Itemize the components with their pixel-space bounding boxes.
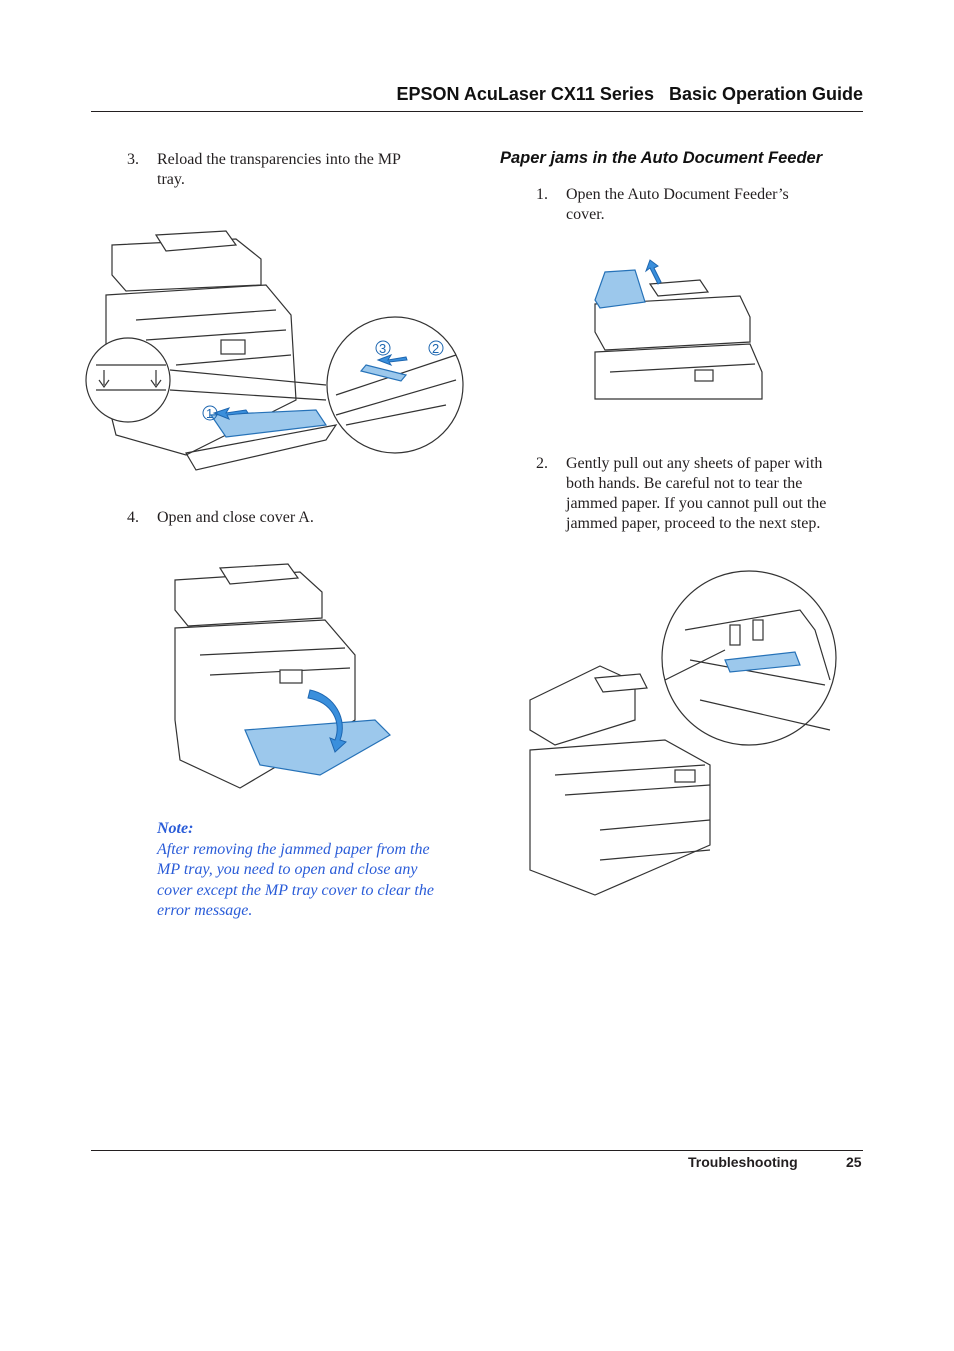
adf-tray bbox=[218, 563, 300, 585]
step-number: 4. bbox=[127, 509, 139, 526]
step-number: 3. bbox=[127, 151, 139, 168]
printer-body bbox=[529, 739, 711, 896]
step-3: 3. Reload the transparencies into the MP… bbox=[127, 150, 457, 190]
step-2: 2. Gently pull out any sheets of paper w… bbox=[536, 454, 866, 534]
step-number: 1. bbox=[536, 186, 548, 203]
note-text: After removing the jammed paper from the… bbox=[157, 841, 434, 919]
adf-cover-open bbox=[594, 269, 646, 309]
jammed-paper bbox=[724, 651, 801, 673]
guide-arrow bbox=[376, 354, 408, 367]
footer-section: Troubleshooting bbox=[688, 1154, 798, 1170]
step-4: 4. Open and close cover A. bbox=[127, 508, 457, 528]
adf-tray bbox=[154, 230, 238, 252]
lift-arrow bbox=[644, 259, 662, 285]
close-arrow bbox=[307, 689, 347, 753]
callout-1: 1 bbox=[206, 406, 213, 421]
step-text: Reload the transparencies into the MP tr… bbox=[157, 151, 401, 188]
figure-open-adf-cover bbox=[594, 259, 763, 400]
page-number: 25 bbox=[846, 1154, 862, 1170]
cover-a-open bbox=[244, 719, 391, 776]
step-1: 1. Open the Auto Document Feeder’s cover… bbox=[536, 185, 866, 225]
figure-open-cover-a bbox=[174, 563, 391, 789]
figure-remove-adf-jam bbox=[529, 570, 837, 896]
footer-rule bbox=[91, 1150, 863, 1151]
step-text: Open the Auto Document Feeder’s cover. bbox=[566, 186, 789, 223]
callout-3: 3 bbox=[379, 341, 386, 356]
detail-inset-right bbox=[326, 316, 464, 454]
printer-scanner bbox=[174, 571, 323, 627]
printer-scanner bbox=[594, 295, 751, 351]
callout-2: 2 bbox=[432, 341, 439, 356]
figure-reload-mp-tray: 1 3 2 bbox=[85, 230, 464, 471]
note-label: Note: bbox=[157, 820, 194, 837]
insert-arrow bbox=[212, 407, 249, 420]
section-title: Paper jams in the Auto Document Feeder bbox=[500, 149, 823, 167]
step-text: Open and close cover A. bbox=[157, 509, 314, 526]
step-text: Gently pull out any sheets of paper with… bbox=[566, 455, 827, 532]
detail-inset-left bbox=[85, 337, 171, 423]
printer-body bbox=[594, 343, 763, 400]
step-number: 2. bbox=[536, 455, 548, 472]
transparency-stack bbox=[209, 409, 328, 438]
running-header: EPSON AcuLaser CX11 Series Basic Operati… bbox=[396, 84, 863, 104]
header-rule bbox=[91, 111, 863, 112]
